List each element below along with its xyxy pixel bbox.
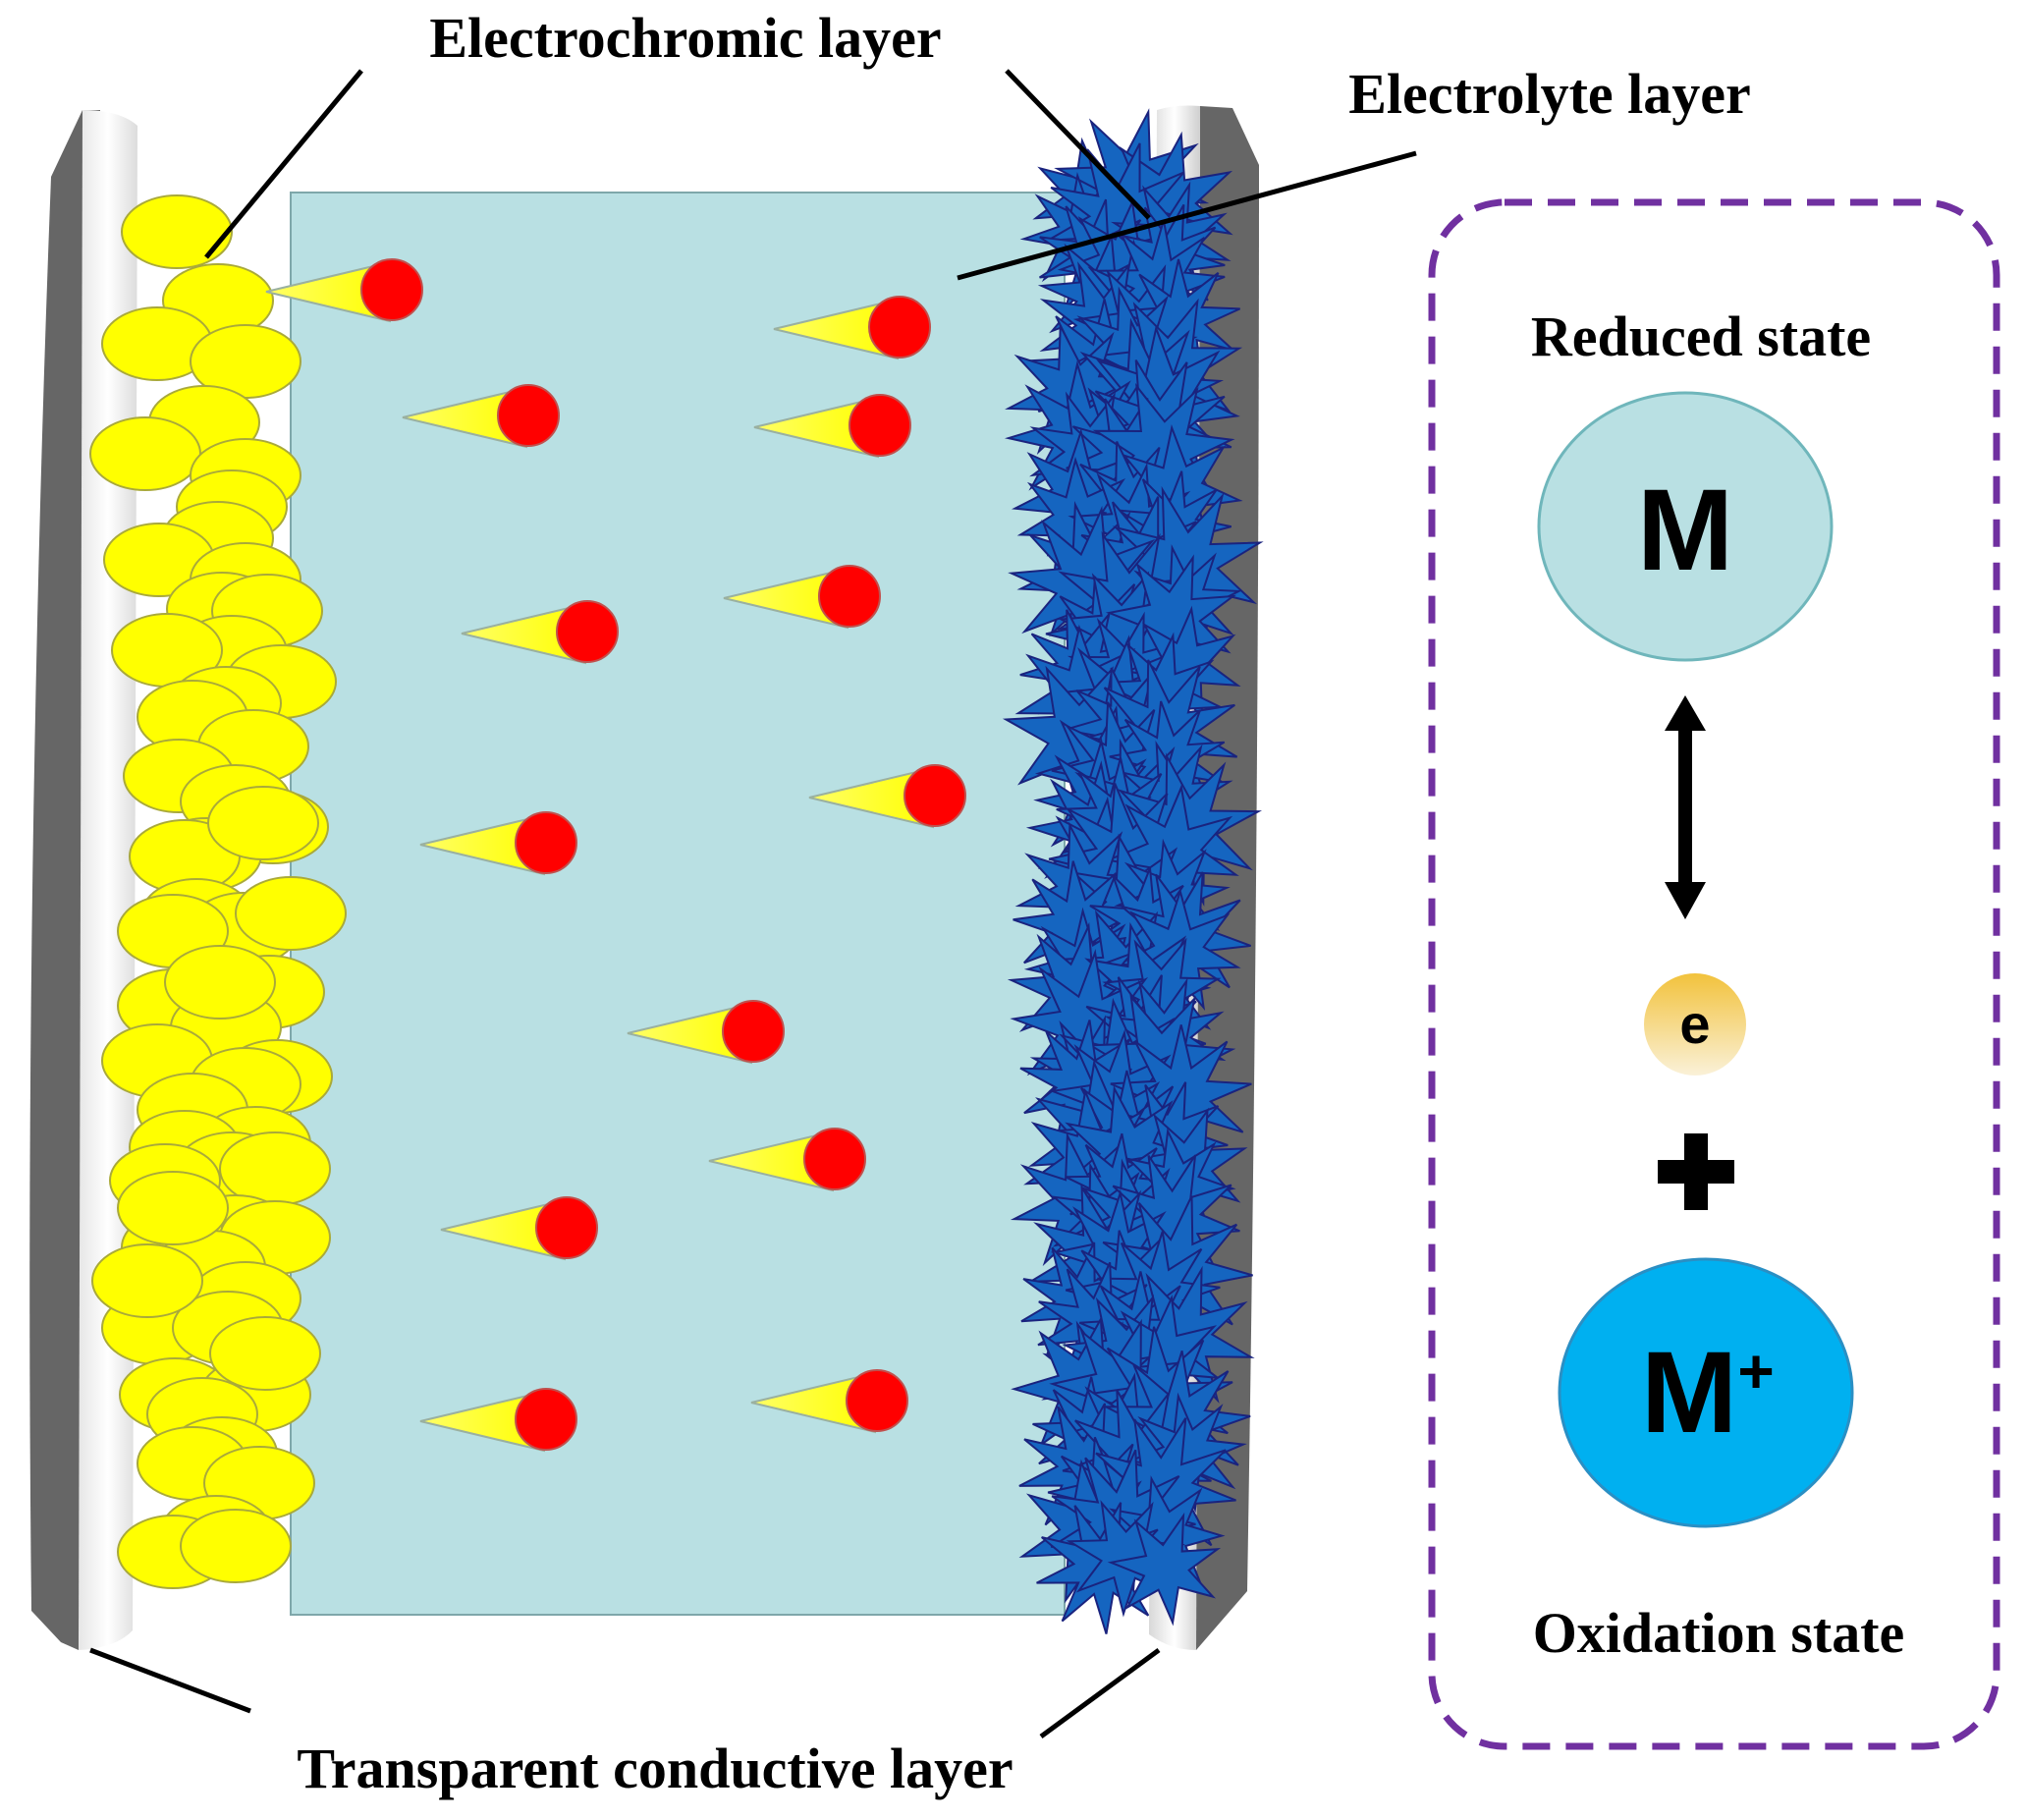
electrochromic-particle [219, 1131, 331, 1206]
label-electrolyte-layer: Electrolyte layer [1348, 62, 1751, 126]
ion [515, 811, 577, 874]
leader-electrolyte [957, 150, 1417, 281]
redox-double-arrow [1665, 695, 1706, 919]
ion [497, 384, 560, 447]
ion [846, 1369, 908, 1432]
leader-electrochromic-right [1005, 69, 1151, 220]
ion [360, 258, 423, 321]
leader-conductive-right [1039, 1647, 1161, 1739]
ion [535, 1196, 598, 1259]
electrochromic-particle [117, 1171, 229, 1245]
ion [818, 565, 881, 628]
leader-electrochromic-left [204, 69, 363, 259]
leader-conductive-left [89, 1647, 251, 1714]
electrochromic-particle [89, 416, 201, 491]
ion [722, 1000, 785, 1063]
legend-border [1428, 198, 2000, 1750]
electrochromic-particle [235, 876, 347, 951]
redox-legend: Reduced state M e M + Oxidation state [1428, 198, 2000, 1750]
electrochromic-particle [207, 786, 319, 860]
plus-vertical [1684, 1133, 1708, 1210]
label-transparent-conductive-layer: Transparent conductive layer [297, 1737, 1013, 1800]
electron-icon [1644, 973, 1746, 1075]
plus-sign [1658, 1133, 1734, 1210]
arrow-head-up [1665, 695, 1706, 731]
ion [803, 1128, 866, 1190]
electron-symbol: e [1679, 993, 1710, 1055]
electrochromic-particle [91, 1243, 203, 1318]
ion [903, 764, 966, 827]
leader-lines [89, 69, 1417, 1739]
electrochromic-particle [164, 945, 276, 1020]
electrochromic-particle [121, 194, 233, 269]
ion-storage-spike [1107, 1512, 1222, 1627]
oxidation-state-label: Oxidation state [1533, 1601, 1905, 1665]
ion [556, 600, 619, 663]
oxidation-state-circle [1558, 1257, 1854, 1528]
electrolyte-layer [290, 192, 1066, 1616]
reduced-symbol: M [1637, 466, 1733, 595]
ion [849, 394, 911, 457]
electrochromic-particle [209, 1316, 321, 1391]
ion [515, 1388, 577, 1451]
ions [265, 258, 966, 1453]
ion-storage-layer [1002, 108, 1264, 1634]
label-electrochromic-layer: Electrochromic layer [429, 6, 941, 70]
arrow-head-down [1665, 882, 1706, 919]
electrochromic-particle [180, 1509, 292, 1583]
arrow-shaft [1678, 725, 1692, 886]
reduced-state-label: Reduced state [1531, 304, 1871, 368]
electrochromic-particles [89, 194, 347, 1589]
oxidized-superscript: + [1737, 1336, 1774, 1406]
oxidized-symbol: M [1641, 1328, 1737, 1458]
reduced-state-circle [1537, 391, 1834, 662]
ion [868, 296, 931, 358]
